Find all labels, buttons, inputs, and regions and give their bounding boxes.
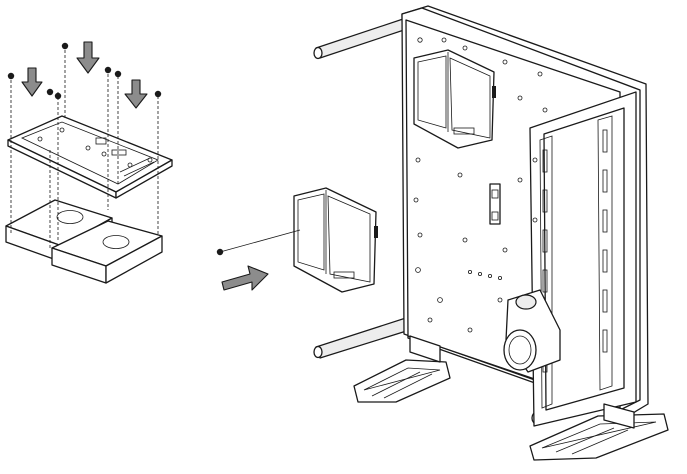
drive-bracket-exploded-view bbox=[5, 41, 173, 284]
panel-bracket bbox=[489, 183, 501, 225]
down-arrow-icon bbox=[21, 41, 148, 109]
pump-unit bbox=[503, 289, 561, 373]
screw-guide-lines bbox=[10, 50, 159, 248]
chassis-foot-right bbox=[529, 403, 669, 461]
chassis-foot-left bbox=[353, 335, 451, 403]
drive-right bbox=[51, 220, 163, 284]
drive-cage-inserting bbox=[293, 187, 378, 293]
right-arrow-icon bbox=[221, 265, 269, 291]
screw-icon bbox=[216, 229, 301, 256]
drive-bracket-plate bbox=[7, 115, 173, 199]
drive-cage-installed bbox=[413, 49, 496, 149]
screw-icon bbox=[7, 42, 162, 100]
chassis-view bbox=[216, 5, 669, 461]
